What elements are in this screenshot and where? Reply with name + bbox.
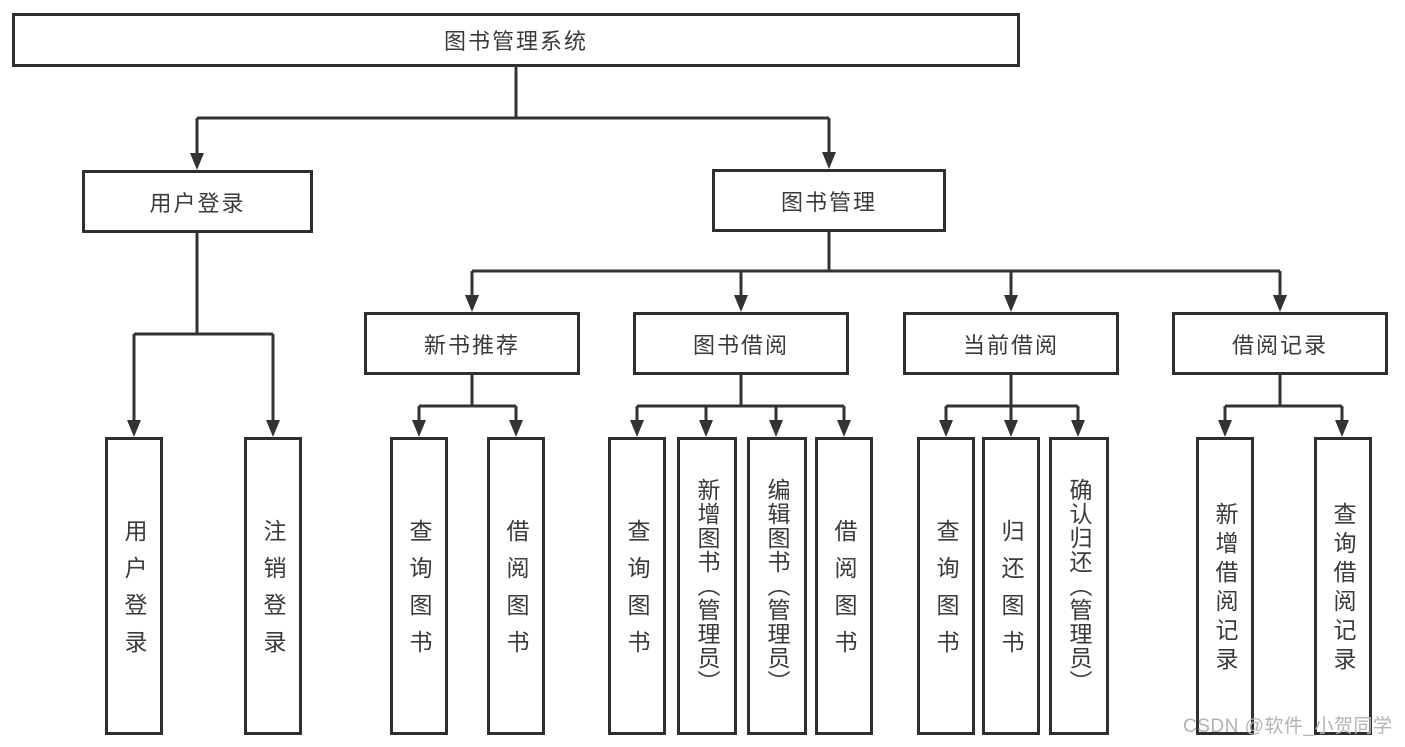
arrowhead bbox=[190, 153, 204, 170]
arrowhead bbox=[734, 295, 748, 312]
arrowhead bbox=[1004, 295, 1018, 312]
arrowhead bbox=[266, 420, 280, 437]
leaf-query-book-current: 查询图书 bbox=[917, 437, 975, 735]
leaf-edit-book-admin: 编辑图书（管理员） bbox=[747, 437, 807, 735]
node-user-login: 用户登录 bbox=[82, 170, 313, 233]
connector-book-management-to-level3 bbox=[470, 231, 1282, 300]
node-book-borrow: 图书借阅 bbox=[633, 312, 849, 375]
arrowhead bbox=[1218, 420, 1232, 437]
arrowhead bbox=[127, 420, 141, 437]
connector-book-borrow-to-leaves bbox=[635, 375, 846, 424]
arrowhead bbox=[699, 420, 713, 437]
arrowhead bbox=[630, 420, 644, 437]
arrowhead bbox=[412, 420, 426, 437]
leaf-borrow-book: 借阅图书 bbox=[815, 437, 873, 735]
leaf-query-borrow-record: 查询借阅记录 bbox=[1314, 437, 1372, 735]
arrowhead bbox=[939, 420, 953, 437]
arrowhead bbox=[1335, 420, 1349, 437]
watermark: CSDN @软件_小贺同学 bbox=[1183, 716, 1393, 737]
connector-user-login-to-leaves bbox=[132, 233, 275, 424]
leaf-confirm-return-admin: 确认归还（管理员） bbox=[1049, 437, 1109, 735]
node-book-management: 图书管理 bbox=[712, 169, 946, 232]
connector-new-book-to-leaves bbox=[417, 375, 518, 424]
leaf-query-book-recommend: 查询图书 bbox=[390, 437, 448, 735]
connector-current-borrow-to-leaves bbox=[944, 375, 1080, 424]
arrowhead bbox=[822, 152, 836, 169]
leaf-logout: 注销登录 bbox=[244, 437, 302, 735]
node-library-system: 图书管理系统 bbox=[12, 13, 1020, 67]
arrowhead bbox=[509, 420, 523, 437]
connector-root-to-level2 bbox=[195, 66, 831, 158]
arrowhead bbox=[465, 295, 479, 312]
arrowhead bbox=[1071, 420, 1085, 437]
node-current-borrow: 当前借阅 bbox=[903, 312, 1119, 375]
connector-borrow-records-to-leaves bbox=[1223, 375, 1344, 424]
leaf-add-book-admin: 新增图书（管理员） bbox=[677, 437, 737, 735]
arrowhead bbox=[1004, 420, 1018, 437]
arrowhead bbox=[769, 420, 783, 437]
leaf-query-book-borrow: 查询图书 bbox=[608, 437, 666, 735]
leaf-return-book: 归还图书 bbox=[982, 437, 1040, 735]
leaf-add-borrow-record: 新增借阅记录 bbox=[1196, 437, 1254, 735]
node-borrow-records: 借阅记录 bbox=[1172, 312, 1388, 375]
leaf-borrow-book-recommend: 借阅图书 bbox=[487, 437, 545, 735]
arrowhead bbox=[837, 420, 851, 437]
leaf-user-login: 用户登录 bbox=[105, 437, 163, 735]
node-new-book-recommend: 新书推荐 bbox=[364, 312, 580, 375]
arrowhead bbox=[1273, 295, 1287, 312]
